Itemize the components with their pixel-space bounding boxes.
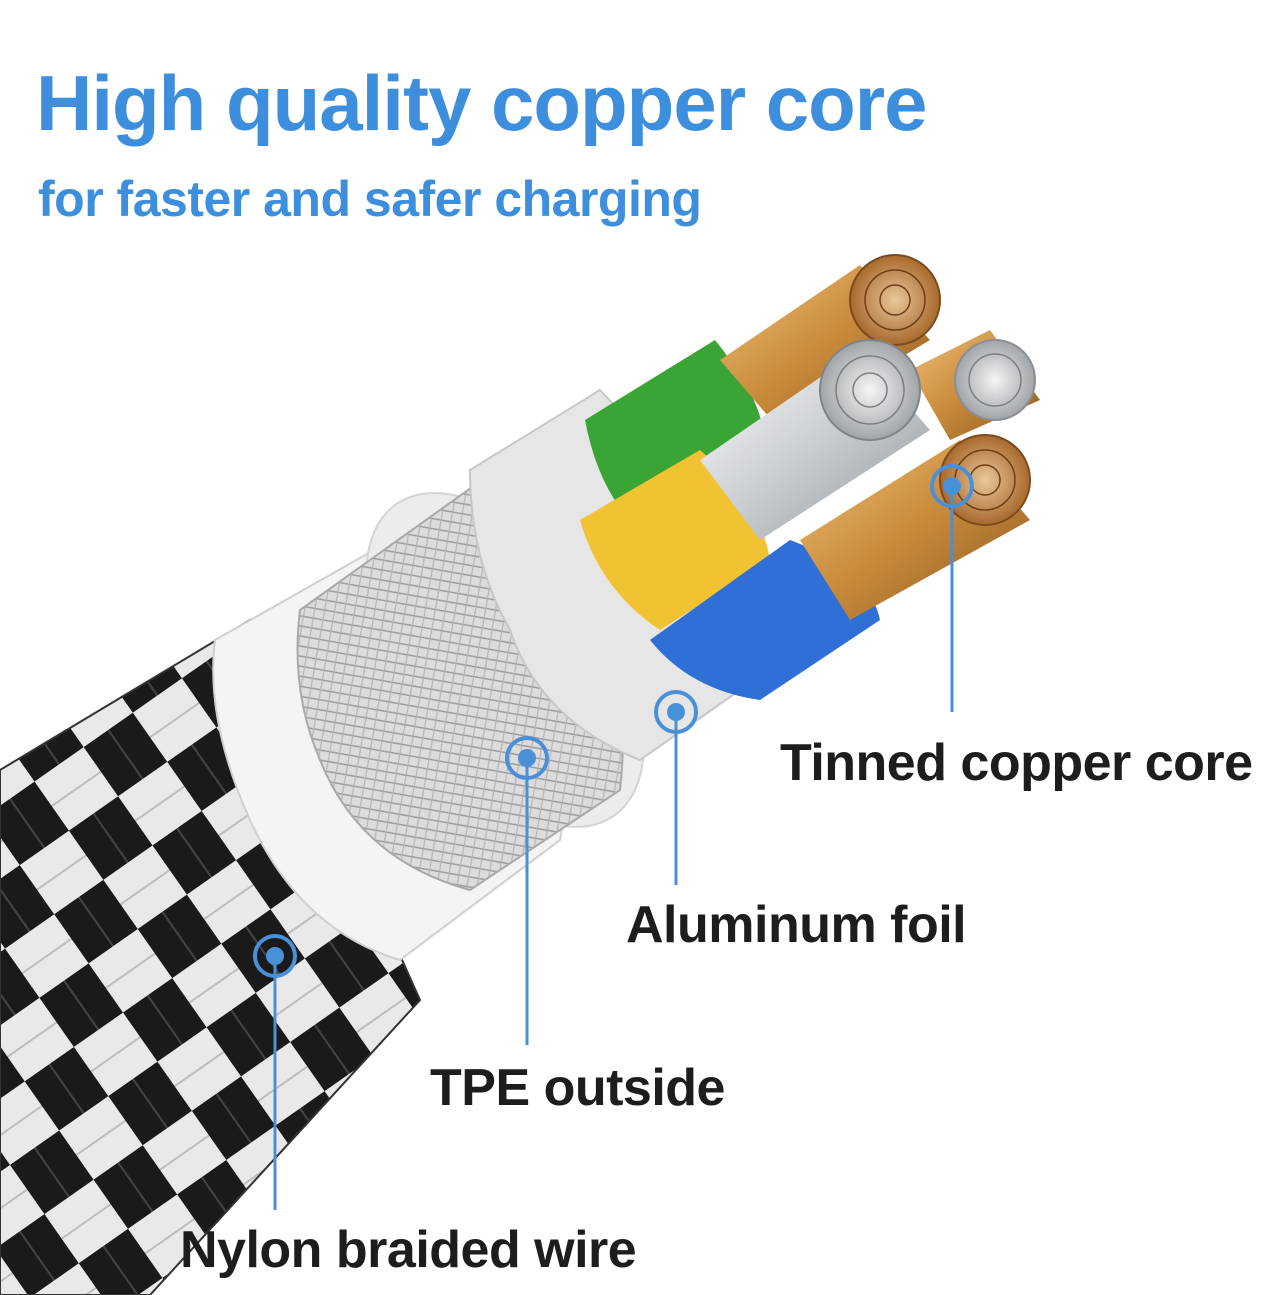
label-tinned-copper-core: Tinned copper core: [780, 734, 1253, 792]
label-aluminum-foil: Aluminum foil: [626, 896, 967, 954]
page-subtitle: for faster and safer charging: [38, 171, 702, 227]
label-tpe-outside: TPE outside: [430, 1059, 725, 1117]
callout-marker-icon: [930, 464, 974, 508]
callout-tinned-copper-core: [930, 464, 974, 712]
callout-marker-icon: [505, 736, 549, 780]
callout-marker-icon: [253, 934, 297, 978]
label-nylon-braided-wire: Nylon braided wire: [180, 1221, 637, 1279]
callout-nylon-braided-wire: [253, 934, 297, 1210]
page-title: High quality copper core: [36, 59, 927, 147]
callout-marker-icon: [654, 690, 698, 734]
callout-aluminum-foil: [654, 690, 698, 885]
callout-tpe-outside: [505, 736, 549, 1045]
insulated-wires: [580, 340, 880, 700]
